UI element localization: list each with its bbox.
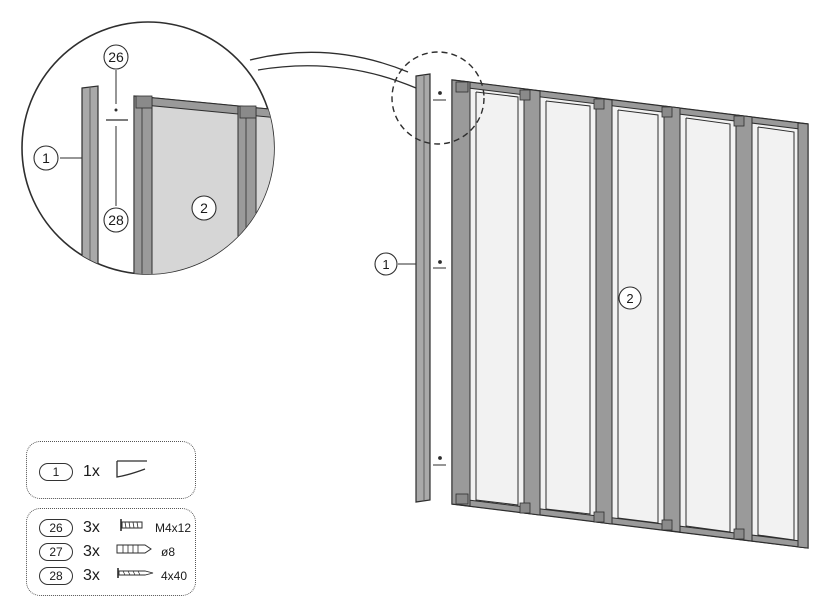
part-qty: 1x (83, 462, 100, 480)
part-qty: 3x (83, 518, 100, 536)
main-panel (451, 79, 809, 549)
wood-screw-icon (115, 565, 155, 586)
parts-row-1: 1 1x (39, 459, 149, 484)
part-qty: 3x (83, 566, 100, 584)
detail-view (21, 21, 275, 275)
zoom-indicator (391, 51, 485, 145)
parts-row-28: 28 3x 4x40 (39, 565, 187, 586)
main-callout-panel: 2 (618, 286, 642, 310)
svg-text:26: 26 (108, 49, 124, 65)
part-ref-badge: 27 (39, 542, 73, 561)
panel-mullions (451, 79, 809, 549)
parts-list-profile: 1 1x (26, 441, 196, 499)
part-size: M4x12 (155, 520, 192, 535)
svg-text:2: 2 (626, 291, 633, 306)
parts-row-27: 27 3x ø8 (39, 541, 175, 562)
part-qty: 3x (83, 542, 100, 560)
parts-row-26: 26 3x M4x12 (39, 517, 191, 538)
part-ref-badge: 28 (39, 566, 73, 585)
parts-list-hardware: 26 3x M4x12 27 3x ø8 28 3x 4x40 (26, 508, 196, 596)
part-size: 4x40 (161, 568, 188, 583)
detail-leader-line (249, 51, 417, 89)
detail-callout-panel: 2 (191, 195, 217, 221)
detail-callout-profile: 1 (33, 145, 59, 171)
part-size: ø8 (161, 544, 176, 559)
detail-callout-28: 28 (103, 207, 129, 233)
part-ref-badge: 1 (39, 462, 73, 481)
main-callout-profile: 1 (374, 252, 416, 276)
part-ref-badge: 26 (39, 518, 73, 537)
detail-callout-26: 26 (103, 44, 129, 70)
wall-profile (415, 73, 431, 503)
svg-text:1: 1 (382, 257, 389, 272)
svg-text:2: 2 (200, 200, 208, 216)
svg-text:1: 1 (42, 150, 50, 166)
wall-profile-icon (115, 459, 149, 484)
screw-icon (115, 517, 149, 538)
screw-markers (433, 91, 446, 466)
wall-plug-icon (115, 541, 155, 562)
svg-text:28: 28 (108, 212, 124, 228)
